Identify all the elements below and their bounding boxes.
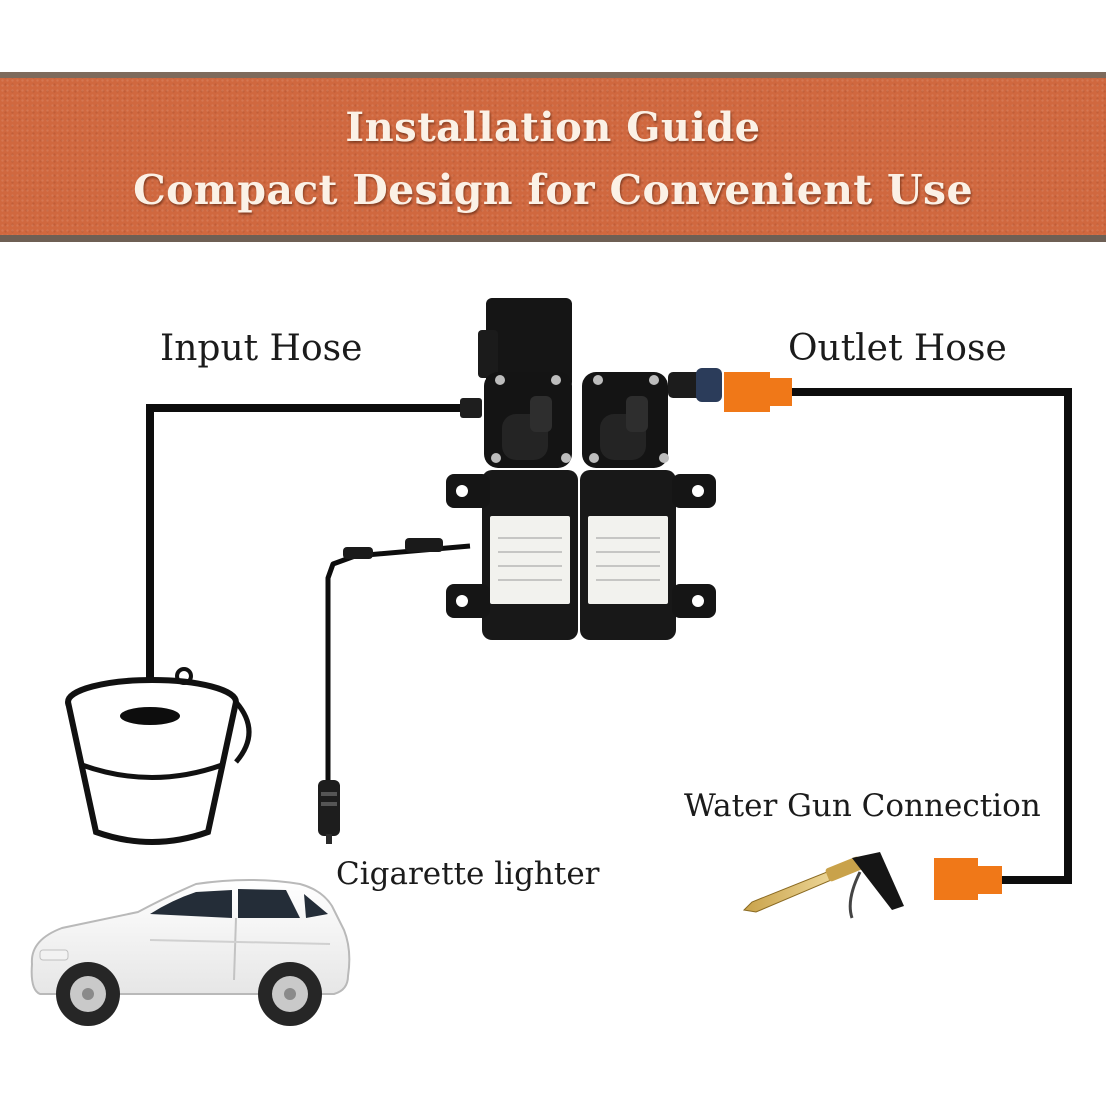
cigarette-lighter-plug-icon	[318, 780, 340, 844]
banner-subtitle: Compact Design for Convenient Use	[133, 166, 973, 214]
title-banner: Installation Guide Compact Design for Co…	[0, 72, 1106, 242]
water-pump-icon	[446, 298, 722, 640]
spray-gun-icon	[742, 852, 904, 919]
input-fitting	[460, 398, 482, 418]
bucket-icon	[65, 667, 252, 845]
cable-connector-plug	[343, 547, 373, 559]
outlet-hose	[790, 388, 1072, 884]
car-icon	[30, 879, 351, 1026]
outlet-hose-label: Outlet Hose	[788, 328, 1007, 369]
input-hose-label: Input Hose	[160, 328, 363, 369]
water-gun-connection-label: Water Gun Connection	[684, 788, 1041, 824]
power-cable	[325, 543, 471, 782]
water-gun-connector	[934, 858, 1002, 900]
cigarette-lighter-label: Cigarette lighter	[336, 856, 600, 892]
input-hose	[146, 404, 470, 720]
outlet-connector	[724, 372, 792, 412]
cable-connector	[405, 538, 443, 552]
banner-title: Installation Guide	[345, 104, 761, 151]
